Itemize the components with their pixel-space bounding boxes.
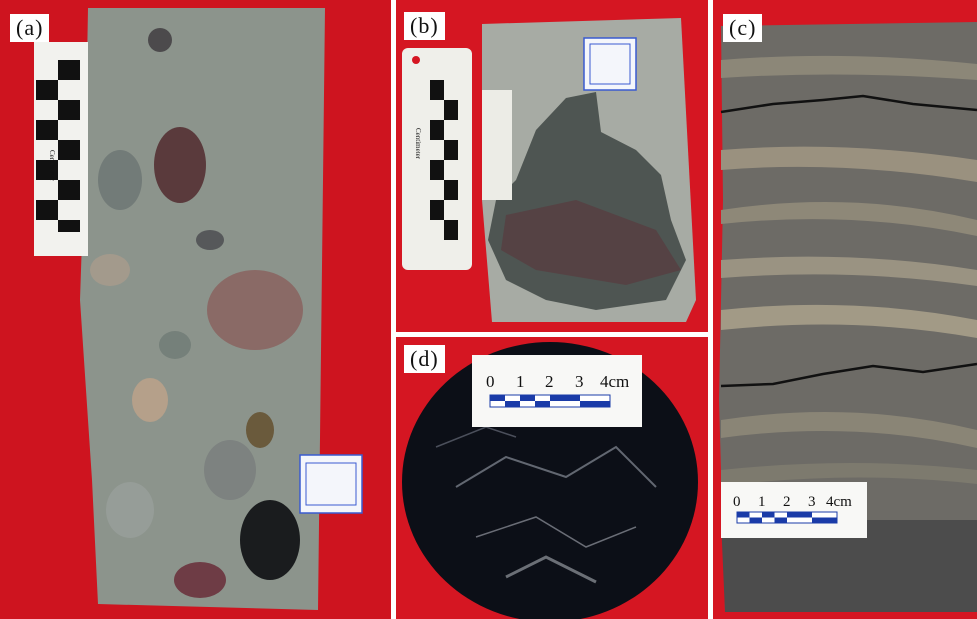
scale-c-tick-0: 0: [733, 494, 741, 510]
panel-c-image: 0 1 2 3 4cm: [713, 0, 977, 619]
ruler-a-text: Centimeter: [48, 150, 56, 182]
ruler-b-text: Centimeter: [414, 128, 422, 160]
scale-d-tick-2: 2: [545, 372, 554, 391]
panel-d-image: 0 1 2 3 4cm: [396, 337, 708, 619]
scale-d-tick-1: 1: [516, 372, 525, 391]
panel-c-label: (c): [723, 14, 763, 42]
panel-b: Centimeter (b): [396, 0, 708, 332]
scale-c-tick-4: 4cm: [826, 494, 852, 510]
scale-d-tick-4: 4cm: [600, 372, 629, 391]
scale-d-tick-3: 3: [575, 372, 584, 391]
panel-b-image: Centimeter: [396, 0, 708, 332]
panel-b-label: (b): [404, 12, 445, 40]
panel-c: 0 1 2 3 4cm (c): [713, 0, 977, 619]
scale-bar-d: 0 1 2 3 4cm: [486, 372, 629, 408]
panel-a: Centimeter (a): [0, 0, 391, 619]
panel-d-label: (d): [404, 345, 445, 373]
panel-a-label: (a): [10, 14, 50, 42]
scale-c-tick-1: 1: [758, 494, 766, 510]
scale-bar-c: 0 1 2 3 4cm: [733, 494, 852, 524]
scale-c-tick-2: 2: [783, 494, 791, 510]
scale-c-tick-3: 3: [808, 494, 816, 510]
scale-d-tick-0: 0: [486, 372, 495, 391]
panel-a-image: Centimeter: [0, 0, 391, 619]
panel-d: 0 1 2 3 4cm (d): [396, 337, 708, 619]
